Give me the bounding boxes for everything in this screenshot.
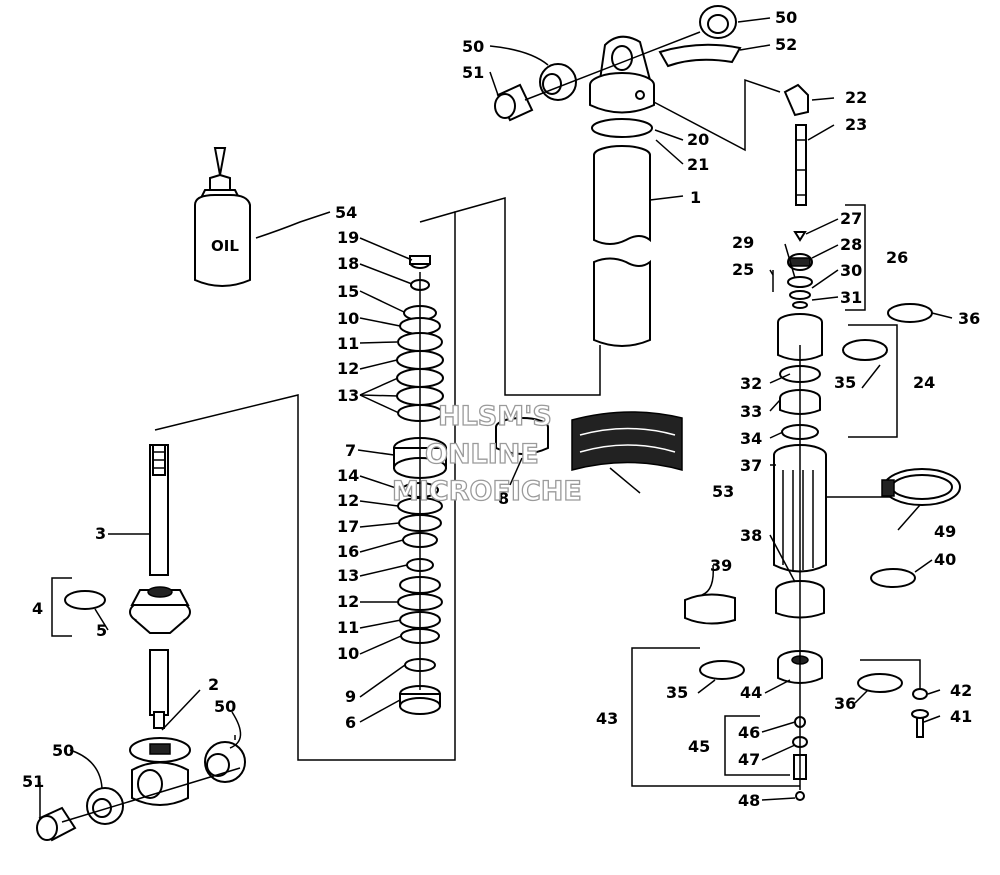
oil-bottle-body xyxy=(194,194,251,287)
valve-stem xyxy=(795,124,807,206)
callout-13a: 13 xyxy=(337,386,359,405)
callout-15: 15 xyxy=(337,282,359,301)
callout-23: 23 xyxy=(845,115,867,134)
callout-50c: 50 xyxy=(214,697,236,716)
callout-6: 6 xyxy=(345,713,356,732)
spacer-band-53 xyxy=(571,411,683,494)
callout-16: 16 xyxy=(337,542,359,561)
o-ring-20 xyxy=(591,118,653,138)
callout-51b: 51 xyxy=(22,772,44,791)
callout-17: 17 xyxy=(337,517,359,536)
label-leaders xyxy=(39,17,953,820)
elbow-fitting xyxy=(783,83,809,117)
callout-36b: 36 xyxy=(834,694,856,713)
callout-27: 27 xyxy=(840,209,862,228)
callout-32: 32 xyxy=(740,374,762,393)
lower-rod xyxy=(149,649,169,716)
callout-8: 8 xyxy=(498,489,509,508)
callout-38: 38 xyxy=(740,526,762,545)
callout-22: 22 xyxy=(845,88,867,107)
callout-41: 41 xyxy=(950,707,972,726)
callout-35b: 35 xyxy=(666,683,688,702)
shim-stack xyxy=(393,255,447,715)
top-bushing-50a xyxy=(699,5,737,39)
callout-36a: 36 xyxy=(958,309,980,328)
callout-33: 33 xyxy=(740,402,762,421)
callout-47: 47 xyxy=(738,750,760,769)
o-ring-5 xyxy=(64,590,106,610)
top-sleeve-51 xyxy=(494,83,534,122)
callout-11b: 11 xyxy=(337,618,359,637)
callout-19: 19 xyxy=(337,228,359,247)
callout-54: 54 xyxy=(335,203,357,222)
callout-12c: 12 xyxy=(337,592,359,611)
watermark-line-3: MICROFICHE xyxy=(392,476,582,507)
left-bushing-50a xyxy=(204,741,246,783)
callout-11a: 11 xyxy=(337,334,359,353)
callout-48: 48 xyxy=(738,791,760,810)
callout-50b: 50 xyxy=(462,37,484,56)
callout-34: 34 xyxy=(740,429,762,448)
left-bushing-50b xyxy=(86,787,124,825)
rod-assembly xyxy=(36,444,246,842)
callout-45: 45 xyxy=(688,737,710,756)
callout-52: 52 xyxy=(775,35,797,54)
callout-4: 4 xyxy=(32,599,43,618)
seal-ring-8 xyxy=(495,417,549,455)
callout-10b: 10 xyxy=(337,644,359,663)
callout-42: 42 xyxy=(950,681,972,700)
callout-20: 20 xyxy=(687,130,709,149)
callout-35a: 35 xyxy=(834,373,856,392)
callout-24: 24 xyxy=(913,373,935,392)
left-sleeve-51 xyxy=(36,806,77,842)
callout-21: 21 xyxy=(687,155,709,174)
callout-1: 1 xyxy=(690,188,701,207)
callout-28: 28 xyxy=(840,235,862,254)
watermark-line-2: ONLINE xyxy=(425,439,539,470)
callout-3: 3 xyxy=(95,524,106,543)
callout-53: 53 xyxy=(712,482,734,501)
callout-39: 39 xyxy=(710,556,732,575)
callout-46: 46 xyxy=(738,723,760,742)
cylinder-lower xyxy=(593,257,651,347)
callout-25: 25 xyxy=(732,260,754,279)
callout-9: 9 xyxy=(345,687,356,706)
callout-31: 31 xyxy=(840,288,862,307)
watermark: HLSM'S ONLINE MICROFICHE xyxy=(391,400,582,507)
callout-29: 29 xyxy=(732,233,754,252)
callout-12a: 12 xyxy=(337,359,359,378)
callout-5: 5 xyxy=(96,621,107,640)
callout-40: 40 xyxy=(934,550,956,569)
clip-52 xyxy=(658,43,742,68)
reservoir-assembly xyxy=(684,83,961,801)
oil-label: OIL xyxy=(211,237,239,255)
callout-12b: 12 xyxy=(337,491,359,510)
callout-49: 49 xyxy=(934,522,956,541)
callout-7: 7 xyxy=(345,441,356,460)
retaining-ring-39 xyxy=(684,593,736,625)
hose-clamp-49 xyxy=(881,468,961,506)
callout-18: 18 xyxy=(337,254,359,273)
callout-51a: 51 xyxy=(462,63,484,82)
callout-43: 43 xyxy=(596,709,618,728)
leader-lines xyxy=(51,78,921,787)
callout-37: 37 xyxy=(740,456,762,475)
shock-body xyxy=(494,5,742,347)
callout-14: 14 xyxy=(337,466,359,485)
callout-2: 2 xyxy=(208,675,219,694)
oil-bottle: OIL xyxy=(194,147,251,287)
callout-44: 44 xyxy=(740,683,762,702)
callout-10a: 10 xyxy=(337,309,359,328)
callout-50a: 50 xyxy=(775,8,797,27)
callout-50d: 50 xyxy=(52,741,74,760)
cylinder-upper xyxy=(593,155,651,245)
callout-13b: 13 xyxy=(337,566,359,585)
callout-26: 26 xyxy=(886,248,908,267)
callout-30: 30 xyxy=(840,261,862,280)
callout-labels: 1 2 3 4 5 6 7 8 9 10 10 11 11 12 12 12 1… xyxy=(22,8,980,810)
watermark-line-1: HLSM'S xyxy=(438,401,552,432)
